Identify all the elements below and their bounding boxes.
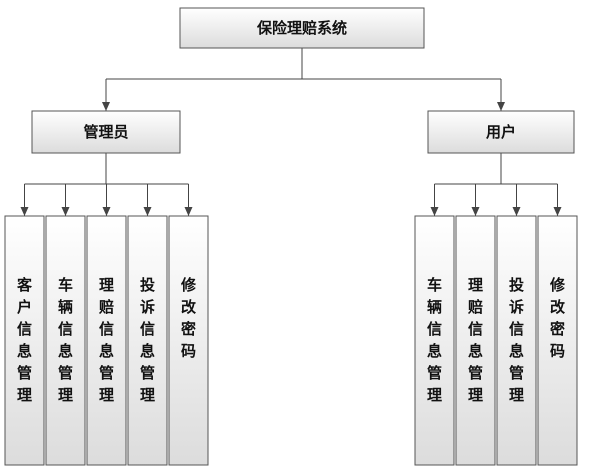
module-node-0-2: 理赔信息管理	[86, 215, 127, 466]
leaf-1-2-arrow	[512, 207, 521, 216]
module-node-0-1-label: 车辆信息管理	[58, 276, 73, 404]
module-node-1-0: 车辆信息管理	[414, 215, 455, 466]
leaf-0-4-arrow	[184, 207, 193, 216]
module-node-0-4: 修改密码	[168, 215, 209, 466]
module-node-0-2-label: 理赔信息管理	[99, 276, 114, 404]
module-node-0-3-label: 投诉信息管理	[140, 276, 155, 404]
leaf-1-3-arrow	[553, 207, 562, 216]
module-node-0-0-box	[4, 215, 45, 466]
module-node-1-2-label: 投诉信息管理	[509, 276, 524, 404]
module-node-0-2-box	[86, 215, 127, 466]
leaf-0-3-arrow	[143, 207, 152, 216]
leaf-0-2-arrow	[102, 207, 111, 216]
leaf-1-1-arrow	[471, 207, 480, 216]
role-node-0-label: 管理员	[83, 123, 128, 141]
module-node-0-3: 投诉信息管理	[127, 215, 168, 466]
module-node-1-1-label: 理赔信息管理	[468, 276, 483, 404]
root-node: 保险理赔系统	[179, 7, 425, 49]
role-node-0-box	[31, 110, 181, 154]
module-node-1-0-box	[414, 215, 455, 466]
module-node-1-2: 投诉信息管理	[496, 215, 537, 466]
module-node-1-3-label: 修改密码	[549, 276, 566, 360]
module-node-1-3-box	[537, 215, 578, 466]
role-node-1: 用户	[427, 110, 575, 154]
module-node-0-4-label: 修改密码	[180, 276, 197, 360]
branch-0-arrow	[102, 102, 110, 111]
role-node-0: 管理员	[31, 110, 181, 154]
module-node-1-1-box	[455, 215, 496, 466]
leaf-0-1-arrow	[61, 207, 70, 216]
module-node-0-4-box	[168, 215, 209, 466]
module-node-1-1: 理赔信息管理	[455, 215, 496, 466]
module-node-0-3-box	[127, 215, 168, 466]
module-node-0-1-box	[45, 215, 86, 466]
module-node-1-2-box	[496, 215, 537, 466]
role-node-1-box	[427, 110, 575, 154]
module-node-1-3: 修改密码	[537, 215, 578, 466]
connector-lines	[20, 48, 562, 216]
module-node-0-0-label: 客户信息管理	[16, 276, 33, 404]
module-node-1-0-label: 车辆信息管理	[427, 276, 442, 404]
module-node-0-1: 车辆信息管理	[45, 215, 86, 466]
module-node-0-0: 客户信息管理	[4, 215, 45, 466]
root-node-label: 保险理赔系统	[256, 19, 347, 37]
role-node-1-label: 用户	[486, 123, 516, 141]
leaf-1-0-arrow	[430, 207, 439, 216]
root-node-box	[179, 7, 425, 49]
branch-1-arrow	[497, 102, 505, 111]
leaf-0-0-arrow	[20, 207, 29, 216]
